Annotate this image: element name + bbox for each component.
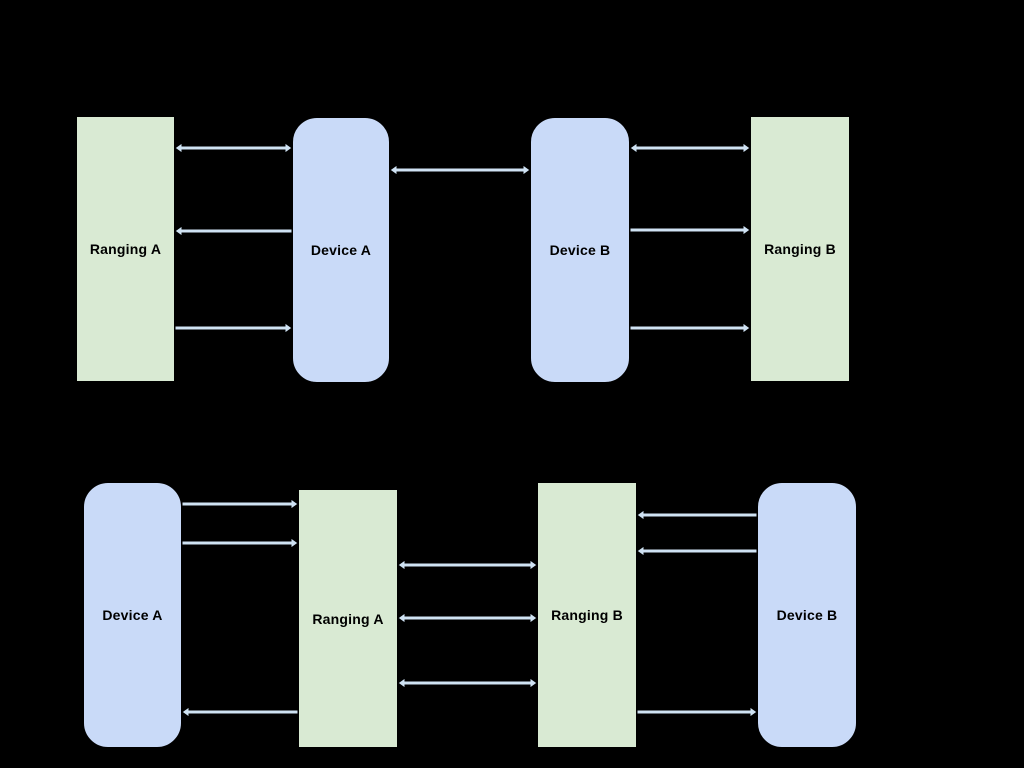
arrow-bot-db-to-rb-2 — [637, 545, 757, 557]
arrow-bot-ra-rb-bidir-3 — [398, 677, 537, 689]
arrow-top-ra-to-da — [175, 322, 292, 334]
box-label-bottom-ranging-a: Ranging A — [312, 610, 384, 627]
arrow-top-db-to-rb-1 — [630, 224, 750, 236]
box-label-top-device-b: Device B — [549, 242, 611, 258]
box-bottom-ranging-a: Ranging A — [298, 489, 398, 748]
box-top-device-b: Device B — [530, 117, 630, 383]
box-label-bottom-device-b: Device B — [776, 607, 838, 623]
arrow-top-db-to-rb-2 — [630, 322, 750, 334]
arrow-top-da-db-bidir — [390, 164, 530, 176]
arrow-bot-da-to-ra-1 — [182, 498, 298, 510]
box-top-device-a: Device A — [292, 117, 390, 383]
arrow-bot-ra-rb-bidir-2 — [398, 612, 537, 624]
box-bottom-device-a: Device A — [83, 482, 182, 748]
arrow-top-ra-da-bidir — [175, 142, 292, 154]
arrow-top-db-rb-bidir — [630, 142, 750, 154]
box-label-bottom-ranging-b: Ranging B — [551, 607, 623, 623]
box-bottom-ranging-b: Ranging B — [537, 482, 637, 748]
box-label-top-ranging-b: Ranging B — [764, 241, 836, 257]
box-label-bottom-device-a: Device A — [102, 607, 163, 623]
box-top-ranging-a: Ranging A — [76, 116, 175, 382]
arrow-bot-ra-to-da — [182, 706, 298, 718]
arrow-top-da-to-ra — [175, 225, 292, 237]
box-label-top-ranging-a: Ranging A — [89, 241, 162, 257]
arrow-bot-db-to-rb-1 — [637, 509, 757, 521]
arrow-bot-ra-rb-bidir-1 — [398, 559, 537, 571]
arrow-bot-rb-to-db — [637, 706, 757, 718]
arrow-bot-da-to-ra-2 — [182, 537, 298, 549]
box-bottom-device-b: Device B — [757, 482, 857, 748]
box-top-ranging-b: Ranging B — [750, 116, 850, 382]
box-label-top-device-a: Device A — [310, 242, 372, 258]
